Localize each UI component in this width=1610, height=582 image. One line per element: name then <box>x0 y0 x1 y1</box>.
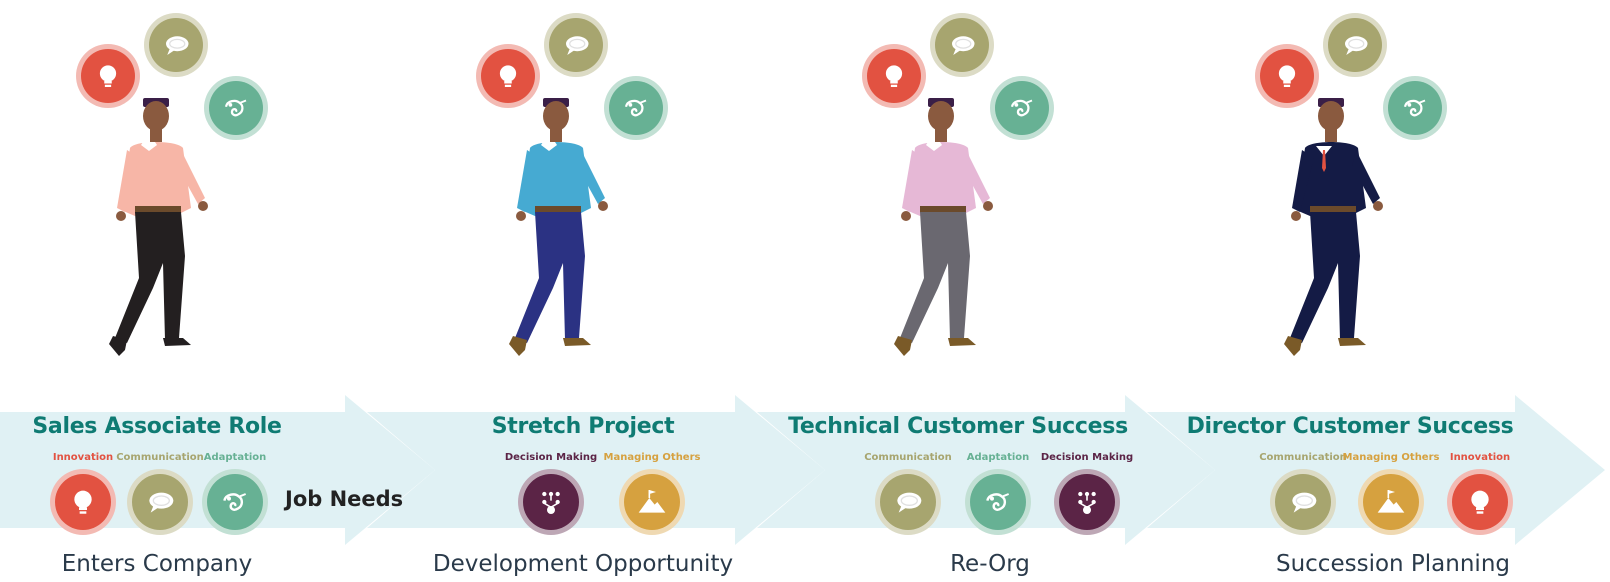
event-label: Development Opportunity <box>432 551 734 577</box>
speech-bubble-icon <box>935 18 989 72</box>
flowchart-icon <box>1059 474 1115 530</box>
floating-adaptation-bubble <box>604 76 668 140</box>
floating-communication-bubble <box>1323 13 1387 77</box>
event-label: Enters Company <box>61 551 253 577</box>
floating-adaptation-bubble <box>990 76 1054 140</box>
person-figure-3 <box>890 88 1010 382</box>
skill-label-adaptation: Adaptation <box>203 452 267 463</box>
role-title: Director Customer Success <box>1186 414 1514 439</box>
event-label: Succession Planning <box>1275 551 1510 577</box>
lightbulb-icon <box>1452 474 1508 530</box>
skill-label-communication: Communication <box>864 452 952 463</box>
person-figure <box>894 98 993 356</box>
skill-label-managing-others: Managing Others <box>1342 452 1440 463</box>
lightbulb-icon <box>481 49 535 103</box>
skill-badge-communication <box>1270 469 1336 535</box>
skill-badge-managing-others <box>1358 469 1424 535</box>
skill-label-communication: Communication <box>116 452 204 463</box>
chameleon-icon <box>209 81 263 135</box>
skill-label-innovation: Innovation <box>1449 452 1511 463</box>
skill-label-innovation: Innovation <box>52 452 114 463</box>
floating-communication-bubble <box>144 13 208 77</box>
role-title: Sales Associate Role <box>32 414 282 439</box>
mountain-flag-icon <box>624 474 680 530</box>
lightbulb-icon <box>1260 49 1314 103</box>
floating-innovation-bubble <box>76 44 140 108</box>
skill-label-communication: Communication <box>1259 452 1347 463</box>
speech-bubble-icon <box>880 474 936 530</box>
speech-bubble-icon <box>132 474 188 530</box>
chameleon-icon <box>970 474 1026 530</box>
floating-innovation-bubble <box>476 44 540 108</box>
chevron-segment-2 <box>367 395 825 545</box>
flowchart-icon <box>523 474 579 530</box>
person-figure-4 <box>1280 88 1400 382</box>
skill-badge-adaptation <box>202 469 268 535</box>
speech-bubble-icon <box>549 18 603 72</box>
skill-badge-innovation <box>1447 469 1513 535</box>
floating-communication-bubble <box>930 13 994 77</box>
person-figure <box>1284 98 1383 356</box>
person-figure-2 <box>505 88 625 382</box>
skill-badge-decision-making <box>518 469 584 535</box>
speech-bubble-icon <box>1328 18 1382 72</box>
chameleon-icon <box>609 81 663 135</box>
skill-badge-adaptation <box>965 469 1031 535</box>
floating-innovation-bubble <box>862 44 926 108</box>
skill-badge-managing-others <box>619 469 685 535</box>
skill-badge-innovation <box>50 469 116 535</box>
skill-label-decision-making: Decision Making <box>504 452 598 463</box>
floating-adaptation-bubble <box>204 76 268 140</box>
skill-label-decision-making: Decision Making <box>1040 452 1134 463</box>
skill-badge-decision-making <box>1054 469 1120 535</box>
speech-bubble-icon <box>149 18 203 72</box>
person-figure <box>509 98 608 356</box>
chameleon-icon <box>207 474 263 530</box>
role-title: Stretch Project <box>491 414 675 439</box>
lightbulb-icon <box>55 474 111 530</box>
skill-badge-communication <box>127 469 193 535</box>
event-label: Re-Org <box>950 551 1030 577</box>
lightbulb-icon <box>867 49 921 103</box>
person-figure-1 <box>105 88 225 382</box>
role-title: Technical Customer Success <box>788 414 1128 439</box>
speech-bubble-icon <box>1275 474 1331 530</box>
floating-adaptation-bubble <box>1383 76 1447 140</box>
job-needs-label: Job Needs <box>285 487 404 511</box>
skill-label-adaptation: Adaptation <box>966 452 1030 463</box>
mountain-flag-icon <box>1363 474 1419 530</box>
floating-innovation-bubble <box>1255 44 1319 108</box>
lightbulb-icon <box>81 49 135 103</box>
skill-label-managing-others: Managing Others <box>603 452 701 463</box>
chameleon-icon <box>1388 81 1442 135</box>
person-figure <box>109 98 208 356</box>
chameleon-icon <box>995 81 1049 135</box>
floating-communication-bubble <box>544 13 608 77</box>
skill-badge-communication <box>875 469 941 535</box>
